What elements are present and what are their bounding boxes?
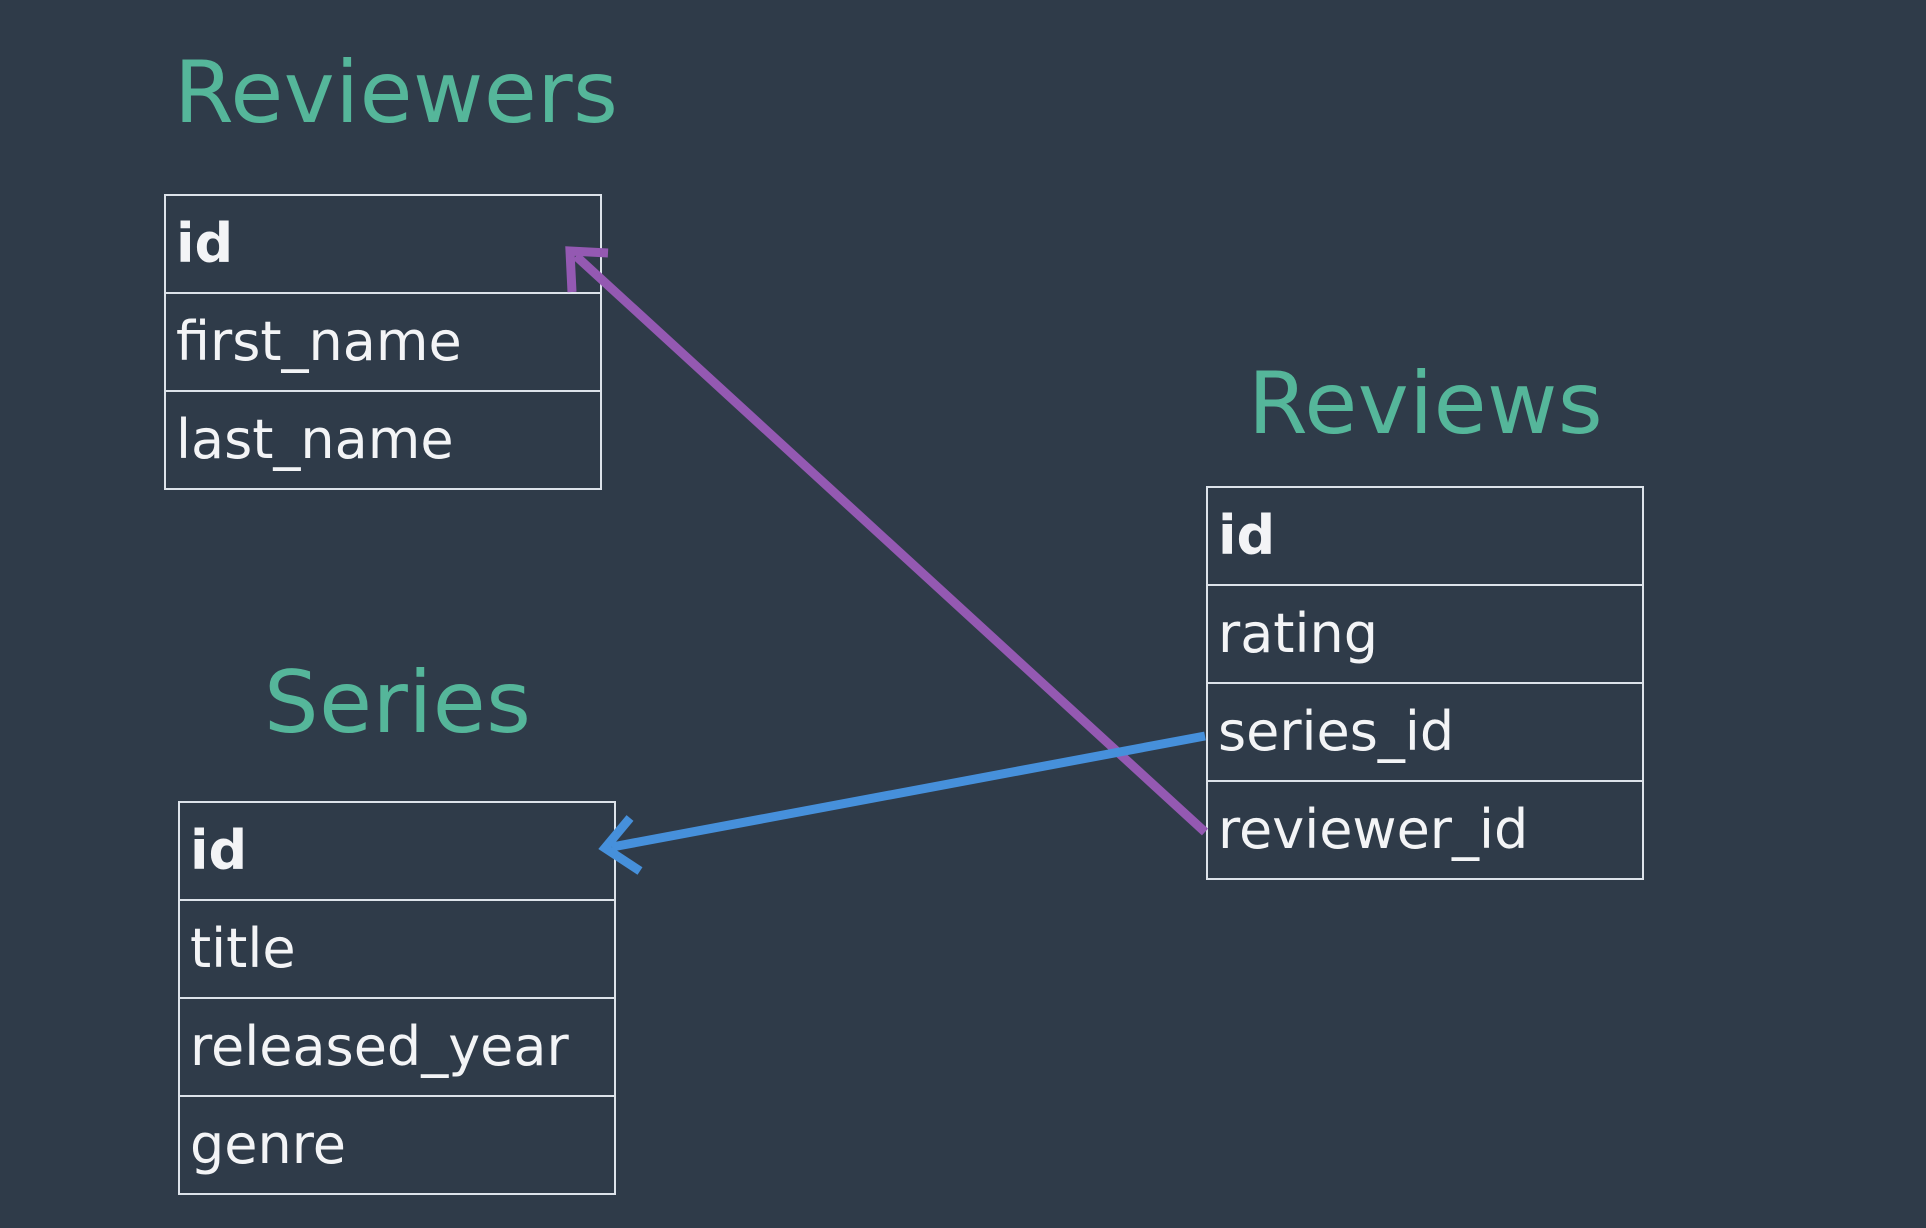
reviews-field-reviewer-id: reviewer_id <box>1208 780 1642 878</box>
series-field-title: title <box>180 899 614 997</box>
relation-reviewer-id-to-reviewers-id <box>565 246 1209 836</box>
reviewers-table: id first_name last_name <box>164 194 602 490</box>
series-field-released-year: released_year <box>180 997 614 1095</box>
relation-series-id-to-series-id <box>598 731 1206 875</box>
reviewers-field-id: id <box>176 212 234 275</box>
series-relation-line <box>611 731 1206 852</box>
reviewer-relation-arrowhead <box>565 246 609 293</box>
series-table: id title released_year genre <box>178 801 616 1195</box>
reviews-table-title: Reviews <box>1248 354 1604 454</box>
series-field-genre: genre <box>180 1095 614 1193</box>
reviews-field-series-id: series_id <box>1208 682 1642 780</box>
reviewers-field-last-name: last_name <box>166 390 600 488</box>
reviews-field-id: id <box>1218 504 1276 567</box>
reviewer-relation-line <box>572 252 1209 836</box>
reviews-table: id rating series_id reviewer_id <box>1206 486 1644 880</box>
reviews-field-rating: rating <box>1208 584 1642 682</box>
reviewers-table-title: Reviewers <box>174 43 619 143</box>
series-table-title: Series <box>264 653 532 753</box>
series-field-id: id <box>190 819 248 882</box>
series-relation-arrowhead <box>598 815 643 875</box>
reviewers-field-first-name: first_name <box>166 292 600 390</box>
